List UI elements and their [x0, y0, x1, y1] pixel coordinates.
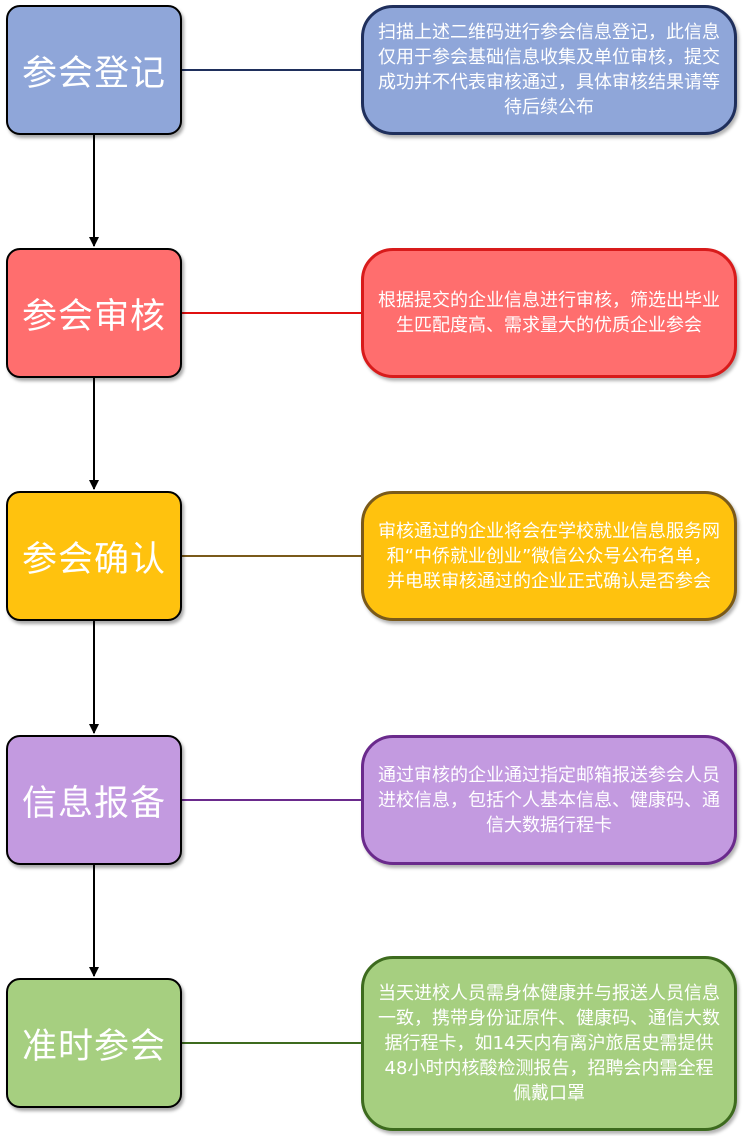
desc-box-info-report: 通过审核的企业通过指定邮箱报送参会人员进校信息，包括个人基本信息、健康码、通信大… — [361, 735, 737, 865]
step-description: 通过审核的企业通过指定邮箱报送参会人员进校信息，包括个人基本信息、健康码、通信大… — [378, 764, 720, 836]
step-box-attend: 准时参会 — [6, 978, 182, 1108]
step-box-review: 参会审核 — [6, 248, 182, 378]
step-box-registration: 参会登记 — [6, 5, 182, 135]
desc-box-review: 根据提交的企业信息进行审核，筛选出毕业生匹配度高、需求量大的优质企业参会 — [361, 248, 737, 378]
step-box-info-report: 信息报备 — [6, 735, 182, 865]
step-description: 审核通过的企业将会在学校就业信息服务网和“中侨就业创业”微信公众号公布名单，并电… — [378, 520, 720, 592]
step-description: 根据提交的企业信息进行审核，筛选出毕业生匹配度高、需求量大的优质企业参会 — [378, 290, 720, 336]
step-title: 参会登记 — [21, 53, 166, 94]
step-description: 当天进校人员需身体健康并与报送人员信息一致，携带身份证原件、健康码、通信大数据行… — [378, 983, 720, 1104]
step-title: 信息报备 — [21, 783, 166, 824]
step-description: 扫描上述二维码进行参会信息登记，此信息仅用于参会基础信息收集及单位审核，提交成功… — [378, 22, 720, 118]
desc-box-attend: 当天进校人员需身体健康并与报送人员信息一致，携带身份证原件、健康码、通信大数据行… — [361, 956, 737, 1131]
step-title: 参会审核 — [21, 296, 166, 337]
step-title: 准时参会 — [21, 1026, 166, 1067]
step-box-confirmation: 参会确认 — [6, 491, 182, 621]
desc-box-registration: 扫描上述二维码进行参会信息登记，此信息仅用于参会基础信息收集及单位审核，提交成功… — [361, 5, 737, 135]
step-title: 参会确认 — [21, 539, 166, 580]
desc-box-confirmation: 审核通过的企业将会在学校就业信息服务网和“中侨就业创业”微信公众号公布名单，并电… — [361, 491, 737, 621]
